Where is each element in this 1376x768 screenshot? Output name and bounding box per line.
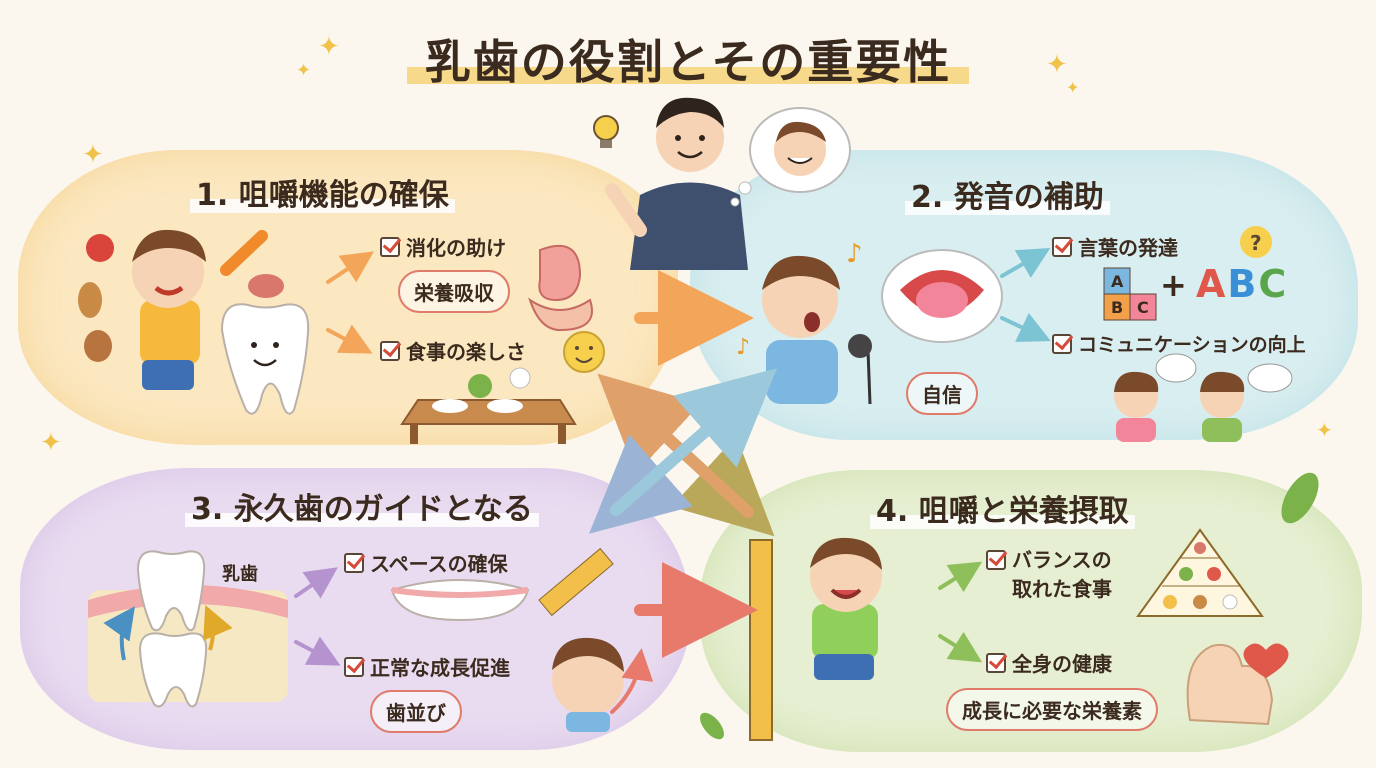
checkbox-icon [344,656,364,677]
tag-growth-nutrients: 成長に必要な栄養素 [946,688,1158,731]
checkbox-icon [380,340,400,361]
arrow-3-to-2 [610,368,778,516]
sparkle-icon: ✦ [1046,50,1068,80]
tag-dentition: 歯並び [370,690,462,733]
section-2-title: 2. 発音の補助 [905,172,1110,216]
label-permanent-tooth: 永久歯 [212,668,266,689]
arrow-1-to-4 [618,392,775,537]
label-baby-tooth: 乳歯 [222,564,258,585]
checkbox-icon [344,552,364,573]
sparkle-icon: ✦ [1316,418,1333,442]
sparkle-icon: ✦ [1066,78,1080,97]
tag-confidence: 自信 [906,372,978,415]
checkbox-icon [380,236,400,257]
abc-letter-1: A [1196,262,1228,306]
checkbox-icon [986,550,1006,570]
lightbulb-icon [593,115,619,148]
item-balanced-diet: バランスの 取れた食事 [986,546,1112,604]
arrow-4-to-1 [597,373,754,518]
page-title: 乳歯の役割とその重要性 [0,26,1376,92]
checkbox-icon [1052,333,1072,354]
item-digestion: 消化の助け [380,232,506,261]
item-language-development: 言葉の発達 [1052,232,1178,261]
abc-letter-3: C [1258,262,1289,306]
item-space-keeping: スペースの確保 [344,548,508,577]
sparkle-icon: ✦ [82,140,104,170]
page-title-text: 乳歯の役割とその重要性 [406,26,970,92]
checkbox-icon [1052,236,1072,257]
abc-letters: ABC [1196,262,1288,306]
sparkle-icon: ✦ [296,60,312,81]
section-4-title: 4. 咀嚼と栄養摂取 [870,486,1135,530]
section-1-title: 1. 咀嚼機能の確保 [190,170,455,214]
item-whole-body-health: 全身の健康 [986,648,1112,677]
sparkle-icon: ✦ [40,428,62,458]
tag-nutrient-absorption: 栄養吸収 [398,270,510,313]
section-3-title: 3. 永久歯のガイドとなる [185,484,539,528]
plus-sign: + [1160,266,1189,304]
sparkle-icon: ✦ [318,32,340,62]
item-communication: コミュニケーションの向上 [1052,330,1306,357]
item-normal-growth: 正常な成長促進 [344,652,510,681]
leaf-icon [700,712,724,740]
checkbox-icon [986,652,1006,673]
abc-letter-2: B [1227,262,1259,306]
arrow-2-to-3 [588,386,756,534]
item-meal-enjoyment: 食事の楽しさ [380,336,526,365]
